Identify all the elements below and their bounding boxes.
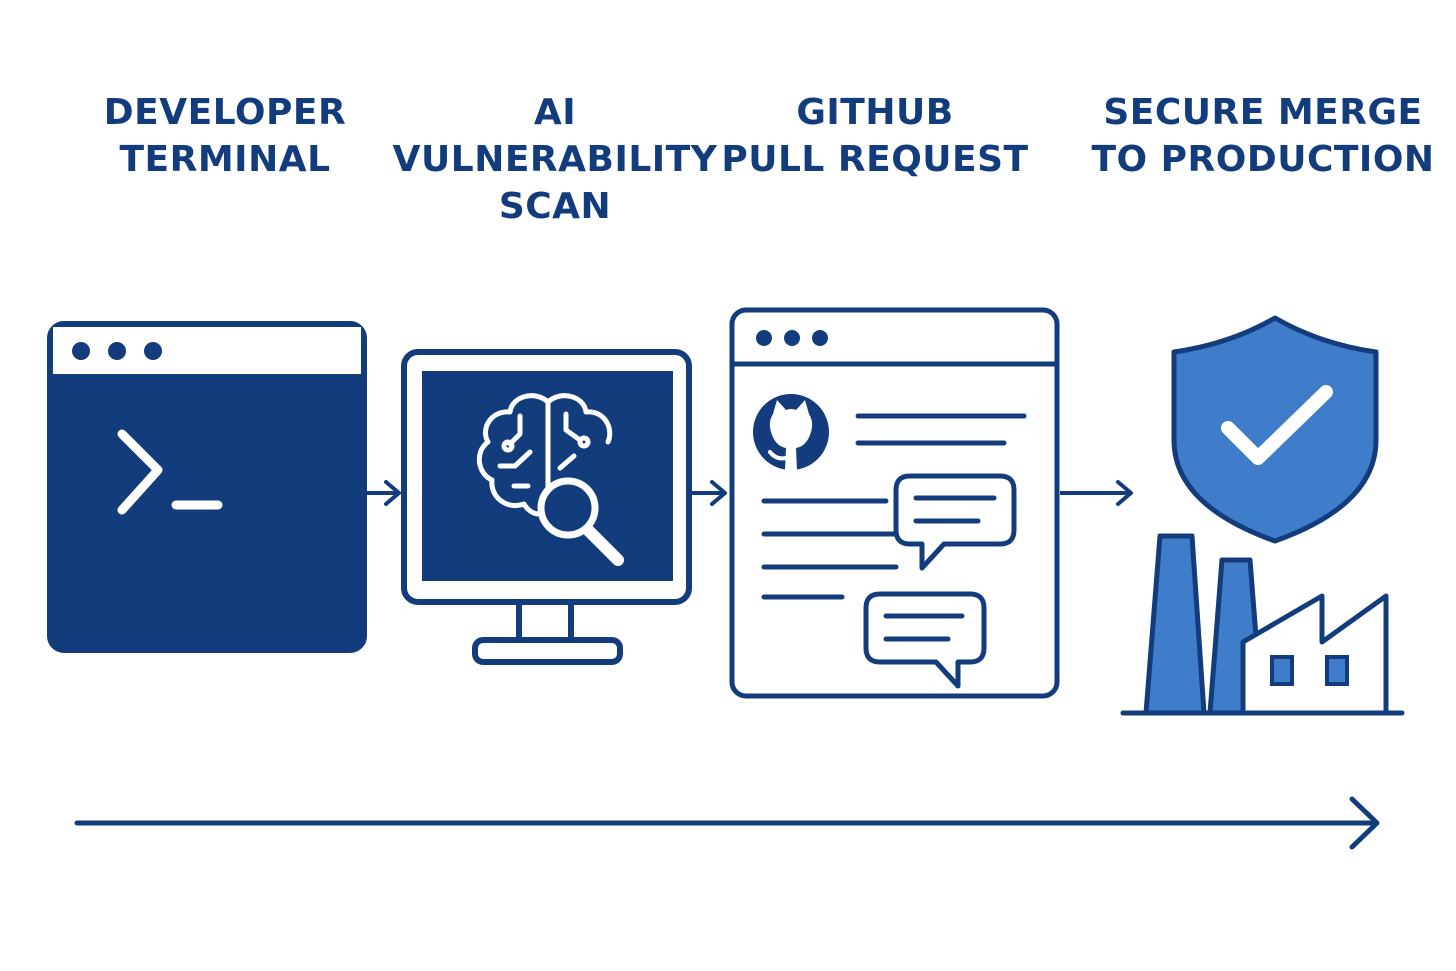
stage-label-line: TO PRODUCTION	[1091, 139, 1435, 180]
comment-bubble-icon	[893, 473, 1017, 571]
stage-label-developer-terminal: DEVELOPER TERMINAL	[60, 89, 390, 183]
flow-arrow-icon	[692, 480, 727, 506]
stage-label-line: AI	[533, 92, 577, 133]
stage-label-ai-vulnerability-scan: AI VULNERABILITY SCAN	[390, 89, 720, 230]
window-dot-icon	[144, 342, 162, 360]
stage-label-line: PULL REQUEST	[721, 139, 1029, 180]
window-dot-icon	[72, 342, 90, 360]
stage-label-line: VULNERABILITY	[392, 139, 718, 180]
github-pr-window-icon	[729, 307, 1060, 699]
window-dot-icon	[756, 330, 772, 346]
brain-icon	[476, 393, 613, 517]
stage-label-line: SCAN	[498, 186, 612, 227]
stage-label-github-pull-request: GITHUB PULL REQUEST	[710, 89, 1040, 183]
github-logo-icon	[753, 394, 829, 470]
comment-bubble-icon	[863, 591, 987, 689]
stage-label-line: DEVELOPER	[103, 92, 347, 133]
stage-label-line: SECURE MERGE	[1103, 92, 1423, 133]
stage-label-line: GITHUB	[796, 92, 954, 133]
flow-arrow-icon	[1060, 480, 1133, 506]
terminal-window-icon	[47, 321, 367, 653]
timeline-arrow-icon	[74, 796, 1380, 850]
prompt-chevron-icon	[117, 429, 163, 515]
window-dot-icon	[784, 330, 800, 346]
pr-text-lines-icon	[761, 413, 1027, 600]
stage-label-secure-merge: SECURE MERGE TO PRODUCTION	[1085, 89, 1441, 183]
flow-arrow-icon	[366, 480, 401, 506]
brain-magnifier-monitor-icon	[401, 349, 692, 665]
window-dot-icon	[812, 330, 828, 346]
factory-icon	[1120, 533, 1405, 716]
magnifier-icon	[537, 477, 624, 566]
shield-factory-icon	[1120, 315, 1405, 716]
window-dot-icon	[108, 342, 126, 360]
shield-check-icon	[1171, 315, 1379, 544]
stage-label-line: TERMINAL	[119, 139, 331, 180]
